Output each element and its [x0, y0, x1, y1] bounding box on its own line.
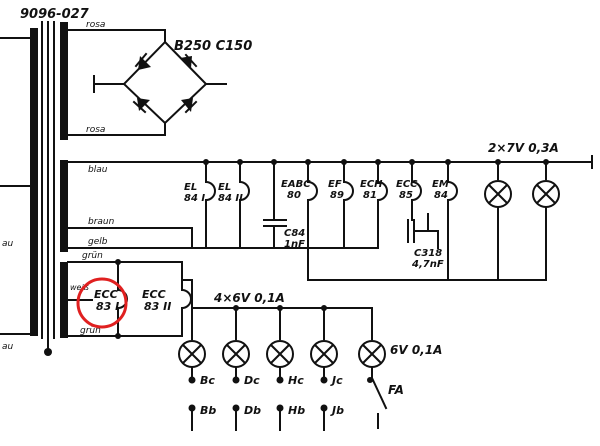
- terminal-bb: Bb: [200, 404, 216, 417]
- capacitor-c84: [263, 161, 287, 249]
- tube-el84-2-name: EL: [218, 182, 231, 193]
- lower-terminals: [188, 404, 328, 431]
- dial-lamp-fa: [358, 308, 386, 378]
- tube-ecc85-name: ECC: [396, 179, 418, 190]
- terminal-db: Db: [244, 404, 261, 417]
- tube-ef89-name: EF: [328, 179, 342, 190]
- c84-name: C84: [284, 228, 305, 239]
- tube-labels: EL 84 I EL 84 II EABC 80 EF 89 ECH 81 EC…: [184, 179, 449, 204]
- rectifier-label: B250 C150: [174, 39, 252, 54]
- highlight-circle: [76, 277, 128, 329]
- pilot-lamp-1: [484, 162, 512, 280]
- wire-label-blau: blau: [88, 165, 108, 175]
- tube-ech81-num: 81: [363, 190, 377, 201]
- wire-label-gruen-bottom: grün: [80, 326, 101, 336]
- tube-el84-1-name: EL: [184, 182, 197, 193]
- wire-label-gelb: gelb: [88, 237, 108, 247]
- bridge-rectifier: [122, 40, 208, 125]
- wire-label-rosa-bottom: rosa: [86, 125, 105, 135]
- terminal-hc: Hc: [288, 374, 304, 387]
- tube-ech81-name: ECH: [360, 179, 383, 190]
- c318-name: C318: [414, 248, 442, 259]
- c84-value: 1nF: [284, 239, 305, 250]
- terminal-jc: Jc: [330, 374, 343, 387]
- tube-el84-1-num: 84 I: [184, 193, 205, 204]
- switch-fa-label: FA: [388, 383, 404, 397]
- tube-eabc80-name: EABC: [281, 179, 311, 190]
- tube-heaters: [205, 161, 458, 281]
- terminal-dc: Dc: [244, 374, 260, 387]
- wire-label-weiss: weiß: [70, 283, 89, 292]
- transformer: [30, 21, 68, 356]
- dial-lamps-group-label: 4×6V 0,1A: [213, 291, 285, 305]
- switch-fa: [367, 376, 388, 429]
- tube-eabc80-num: 80: [287, 190, 301, 201]
- wire-label-au: au: [2, 239, 14, 249]
- c318-value: 4,7nF: [411, 259, 444, 270]
- pilot-lamps-label: 2×7V 0,3A: [488, 141, 559, 155]
- upper-terminals: [188, 376, 328, 384]
- ecc83-2-name: ECC: [142, 288, 166, 301]
- dial-lamp-single-label: 6V 0,1A: [390, 343, 442, 357]
- transformer-part-number: 9096-027: [20, 7, 90, 22]
- terminal-hb: Hb: [288, 404, 305, 417]
- terminal-bc: Bc: [200, 374, 215, 387]
- tube-el84-2-num: 84 II: [218, 193, 243, 204]
- wire-label-gruen-top: grün: [82, 251, 103, 261]
- dial-lamp-h: [266, 308, 294, 378]
- tube-ecc85-num: 85: [399, 190, 413, 201]
- capacitor-c318: [407, 213, 439, 249]
- ecc83-1-name: ECC: [94, 288, 118, 301]
- wire-label-rosa-top: rosa: [86, 20, 105, 30]
- ecc83-1-num: 83 I: [96, 300, 119, 313]
- dial-lamp-b: [178, 308, 206, 378]
- wire-label-braun: braun: [88, 217, 115, 227]
- pilot-lamp-2: [532, 162, 560, 280]
- dial-lamp-d: [222, 308, 250, 378]
- wire-label-au-bottom: au: [2, 342, 14, 352]
- dial-lamp-j: [310, 308, 338, 378]
- ecc83-2-num: 83 II: [144, 300, 171, 313]
- tube-ef89-num: 89: [330, 190, 344, 201]
- tube-em84-num: 84: [434, 190, 448, 201]
- terminal-jb: Jb: [330, 404, 344, 417]
- tube-em84-name: EM: [432, 179, 449, 190]
